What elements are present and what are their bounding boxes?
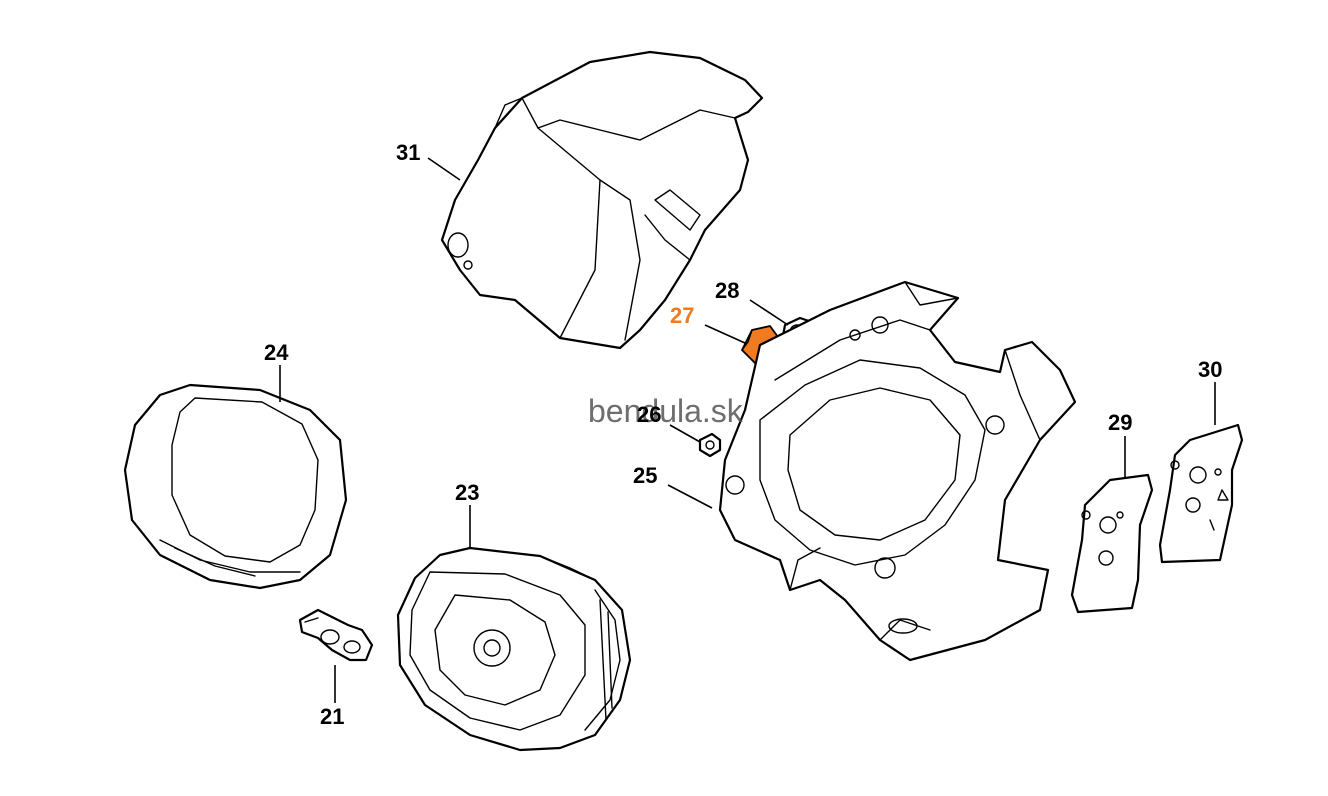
part-24-filter-band <box>123 383 348 590</box>
leader-27 <box>704 324 746 344</box>
part-31-shroud-cover <box>440 50 764 350</box>
part-21-wing-nut <box>298 608 374 662</box>
callout-27-highlighted: 27 <box>670 303 694 328</box>
leader-31 <box>427 157 461 181</box>
callout-23: 23 <box>455 480 479 505</box>
callout-25: 25 <box>633 463 657 488</box>
leader-28 <box>749 299 789 326</box>
part-26-nut <box>698 432 722 458</box>
callout-labels: 31 28 27 26 25 24 23 21 29 30 <box>264 140 1222 729</box>
part-30-symbol-plate <box>1158 423 1244 564</box>
callout-24: 24 <box>264 340 289 365</box>
callout-28: 28 <box>715 278 739 303</box>
callout-21: 21 <box>320 704 344 729</box>
callout-26: 26 <box>637 402 661 427</box>
part-23-air-filter <box>396 546 632 752</box>
part-29-small-plate <box>1070 473 1154 614</box>
callout-30: 30 <box>1198 357 1222 382</box>
leader-lines <box>279 157 1216 703</box>
watermark-text: bendula.sk <box>588 393 744 429</box>
callout-31: 31 <box>396 140 420 165</box>
leader-26 <box>669 424 701 443</box>
callout-29: 29 <box>1108 410 1132 435</box>
part-25-filter-housing <box>718 280 1077 662</box>
leader-25 <box>667 484 713 509</box>
